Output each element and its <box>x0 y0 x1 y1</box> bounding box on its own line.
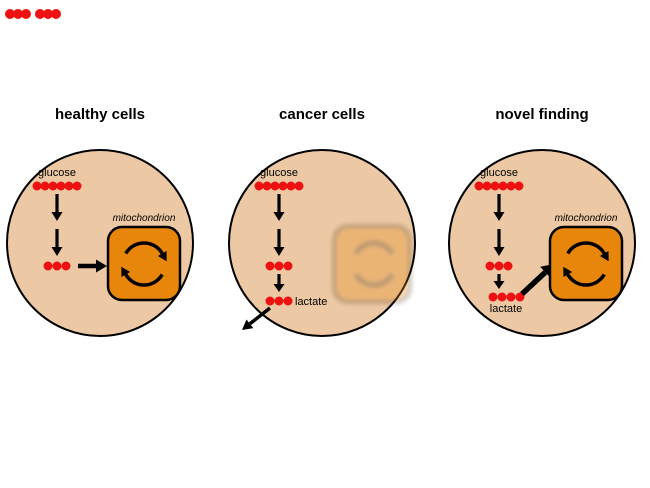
lactate-export-arrow <box>242 306 272 330</box>
glucose-dots <box>254 181 304 191</box>
glycolysis-arrow-2 <box>51 229 63 256</box>
lactate-label: lactate <box>295 296 327 308</box>
mitochondrion-label: mitochondrion <box>113 213 176 224</box>
panel-title: cancer cells <box>279 106 365 123</box>
faded-mitochondrion <box>332 224 412 304</box>
glycolysis-arrow-2 <box>493 229 505 256</box>
lactate-dots <box>265 296 293 306</box>
glucose-dots <box>32 181 82 191</box>
pyruvate-dots <box>265 261 293 271</box>
arrow-to-mitochondrion <box>78 259 107 273</box>
panel-novel-finding: novel finding glucose <box>448 106 636 337</box>
pyruvate-to-lactate-arrow <box>493 274 505 289</box>
glycolysis-arrow-1 <box>493 194 505 221</box>
glucose-label: glucose <box>38 167 76 179</box>
pyruvate-dots <box>485 261 513 271</box>
pyruvate-to-lactate-arrow <box>273 274 285 292</box>
lactate-dots <box>488 292 525 302</box>
glucose-dots <box>474 181 524 191</box>
panel-healthy-cells: healthy cells glucose mitoc <box>6 106 194 337</box>
mitochondrion-label: mitochondrion <box>555 213 618 224</box>
cell-membrane <box>228 149 416 337</box>
tca-cycle-icon <box>563 241 609 287</box>
mitochondrion <box>548 225 624 302</box>
pyruvate-dots <box>43 261 71 271</box>
glycolysis-arrow-2 <box>273 229 285 256</box>
panel-title: novel finding <box>495 106 588 123</box>
panel-cancer-cells: cancer cells glucose <box>228 106 416 337</box>
glucose-label: glucose <box>480 167 518 179</box>
mitochondrion <box>106 225 182 302</box>
panel-title: healthy cells <box>55 106 145 123</box>
tca-cycle-icon <box>121 241 167 287</box>
glucose-label: glucose <box>260 167 298 179</box>
glycolysis-arrow-1 <box>273 194 285 221</box>
stray-molecule-dots <box>5 9 61 19</box>
lactate-label: lactate <box>490 303 522 315</box>
glycolysis-arrow-1 <box>51 194 63 221</box>
